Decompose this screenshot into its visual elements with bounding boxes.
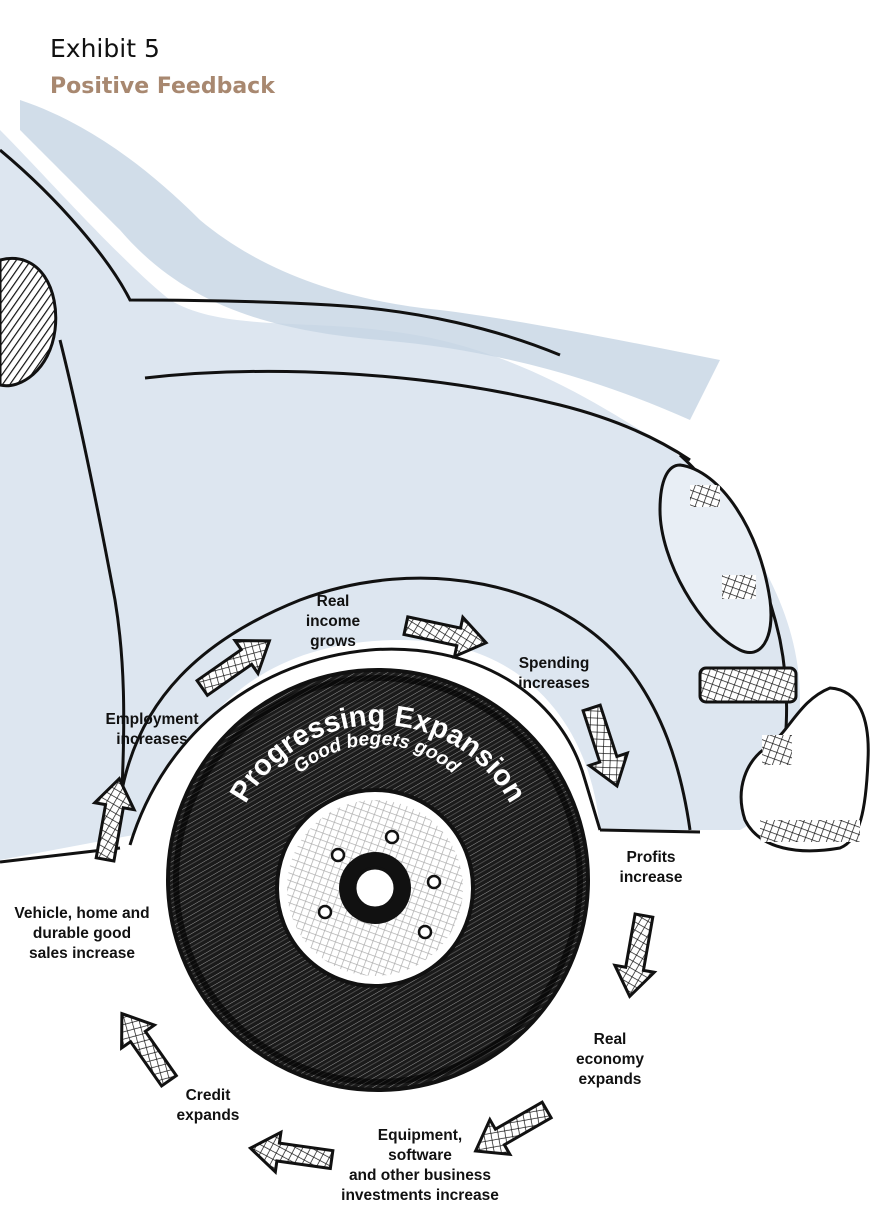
exhibit-subtitle: Positive Feedback	[50, 74, 275, 99]
bumper-hatch-2	[762, 735, 792, 765]
headlight-hatch-2	[722, 575, 756, 599]
turn-signal	[700, 668, 796, 702]
exhibit-title: Exhibit 5	[50, 34, 160, 63]
headlight-hatch	[690, 485, 720, 507]
hub-axle	[355, 868, 395, 908]
cycle-arrow-7	[106, 1002, 186, 1092]
bumper-hatch	[760, 820, 860, 842]
cycle-arrow-6	[248, 1128, 335, 1179]
cycle-arrow-4	[610, 912, 664, 1000]
